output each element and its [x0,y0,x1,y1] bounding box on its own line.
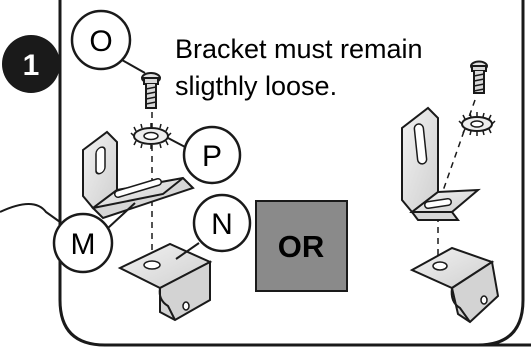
assembly-axis-right-upper [437,99,476,206]
bracket-right-lower-icon [409,246,500,324]
bracket-n-icon [117,242,213,322]
callout-n-circle [192,193,252,253]
callout-o-label: O [89,25,112,58]
lock-washer-right-icon [458,112,496,136]
step-number: 1 [23,49,40,82]
screw-icon [141,72,161,109]
callout-m-label: M [71,228,96,261]
callout-n-label: N [211,208,233,241]
step-badge: 1 [2,35,60,93]
bracket-m-icon [82,130,195,220]
callout-p-circle [182,125,242,185]
bracket-right-icon [401,106,481,221]
screw-right-icon [470,60,488,94]
callout-p-label: P [202,140,222,173]
or-box [255,200,348,292]
callout-o-circle [70,9,132,71]
note-line-1: Bracket must remain [175,34,423,64]
callout-m-circle [52,212,114,274]
lock-washer-icon [130,123,172,149]
or-label: OR [278,229,325,264]
note-line-2: sligthly loose. [175,71,337,101]
